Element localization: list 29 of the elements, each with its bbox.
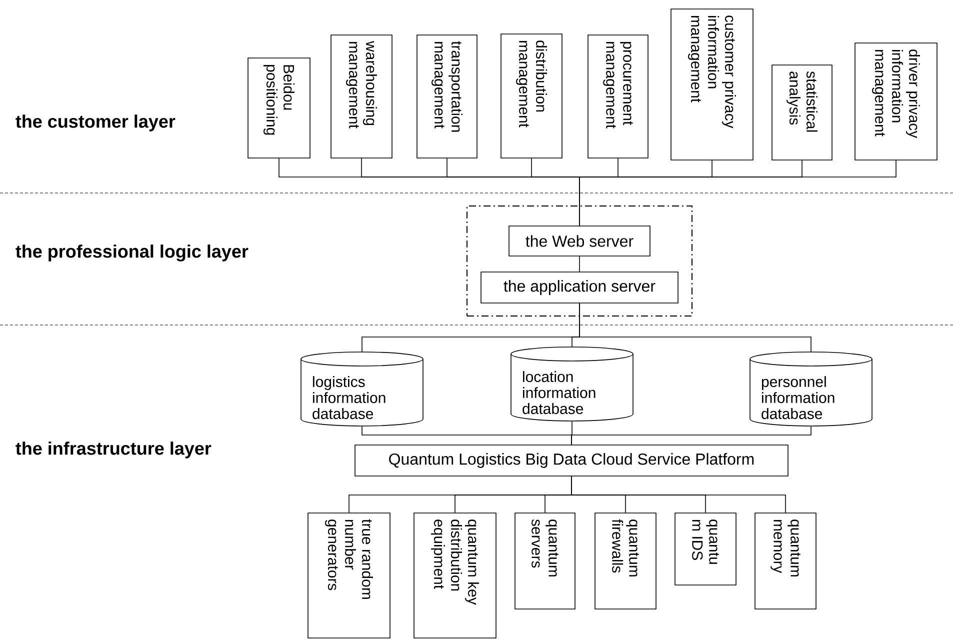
module-box: quantum servers <box>514 512 576 610</box>
connector-line <box>579 160 896 226</box>
group-frame <box>466 206 692 316</box>
layer-label: the professional logic layer <box>16 244 248 262</box>
module-box: true random number generators <box>308 512 390 638</box>
module-box: transportation management <box>416 34 478 158</box>
server-box: the Web server <box>508 226 650 256</box>
module-box: distribution management <box>500 34 562 158</box>
database-cylinder: logistics information database <box>300 352 424 426</box>
module-box: quantum firewalls <box>594 512 656 610</box>
server-box: the application server <box>480 272 678 304</box>
module-box: quantum key distribution equipment <box>414 512 496 638</box>
module-box: customer privacy information management <box>670 8 754 160</box>
database-cylinder: personnel information database <box>750 352 872 426</box>
module-box: warehousing management <box>330 34 392 158</box>
server-box: Quantum Logistics Big Data Cloud Service Platform <box>354 444 788 476</box>
module-box: statistical analysis <box>772 64 832 160</box>
layer-label: the infrastructure layer <box>16 442 212 458</box>
connector-line <box>579 256 580 272</box>
module-box: quantu m IDS <box>674 512 736 586</box>
database-cylinder: location information database <box>510 346 634 422</box>
layer-label: the customer layer <box>16 114 176 132</box>
module-box: procurement management <box>588 34 648 158</box>
connector-line <box>579 303 812 352</box>
connector-line <box>571 476 786 513</box>
module-box: driver privacy information management <box>854 42 938 160</box>
connector-line <box>571 426 812 445</box>
module-box: Beidou positioning <box>248 58 310 158</box>
module-box: quantum memory <box>754 512 816 610</box>
